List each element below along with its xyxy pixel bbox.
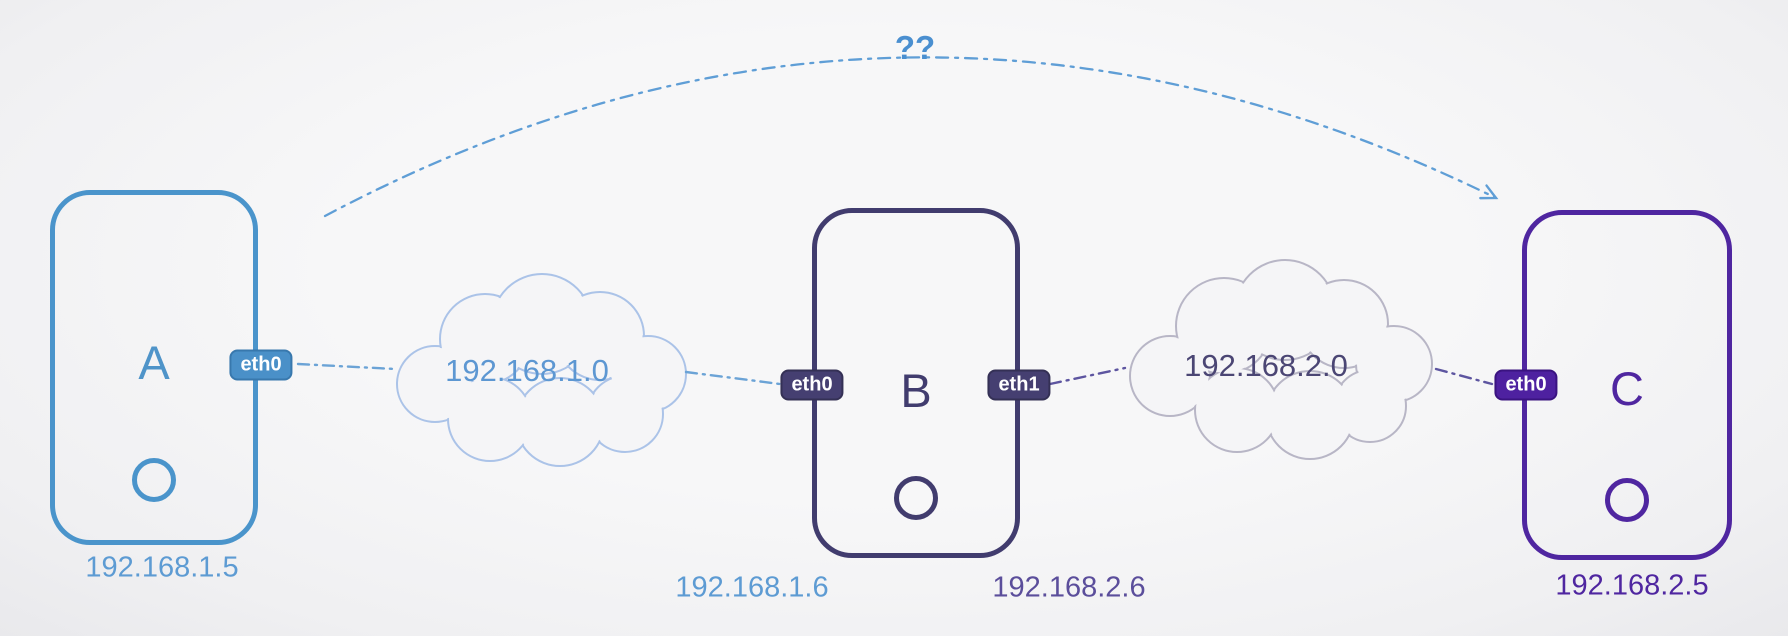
link-b-eth1-to-net2	[1048, 366, 1127, 386]
question-arrow-label: ??	[894, 29, 936, 66]
network1-label: 192.168.1.0	[445, 353, 609, 388]
node-a-eth0-badge: eth0	[229, 349, 293, 381]
network2-label: 192.168.2.0	[1184, 348, 1348, 383]
link-a-eth0-to-net1	[296, 362, 397, 371]
node-a-ip-label: 192.168.1.5	[85, 551, 239, 584]
node-c-label: C	[1610, 362, 1644, 415]
node-b-eth1-badge: eth1	[987, 369, 1051, 401]
node-c-eth0-badge: eth0	[1494, 369, 1558, 401]
node-b-ip-left-label: 192.168.1.6	[675, 571, 829, 604]
node-b-label: B	[900, 364, 932, 417]
node-a-label: A	[138, 336, 170, 389]
node-b-eth0-badge: eth0	[780, 369, 844, 401]
node-c-ip-label: 192.168.2.5	[1555, 569, 1709, 602]
network1-cloud-icon	[396, 273, 687, 467]
node-b-port-circle-icon	[894, 476, 938, 520]
node-a: A	[50, 190, 258, 545]
node-b-ip-right-label: 192.168.2.6	[992, 571, 1146, 604]
node-a-port-circle-icon	[132, 458, 176, 502]
link-net1-to-b-eth0	[684, 370, 782, 386]
network2-cloud-icon	[1129, 259, 1433, 460]
node-c-port-circle-icon	[1605, 478, 1649, 522]
link-net2-to-c-eth0	[1434, 367, 1494, 386]
question-arrow	[323, 56, 1499, 218]
